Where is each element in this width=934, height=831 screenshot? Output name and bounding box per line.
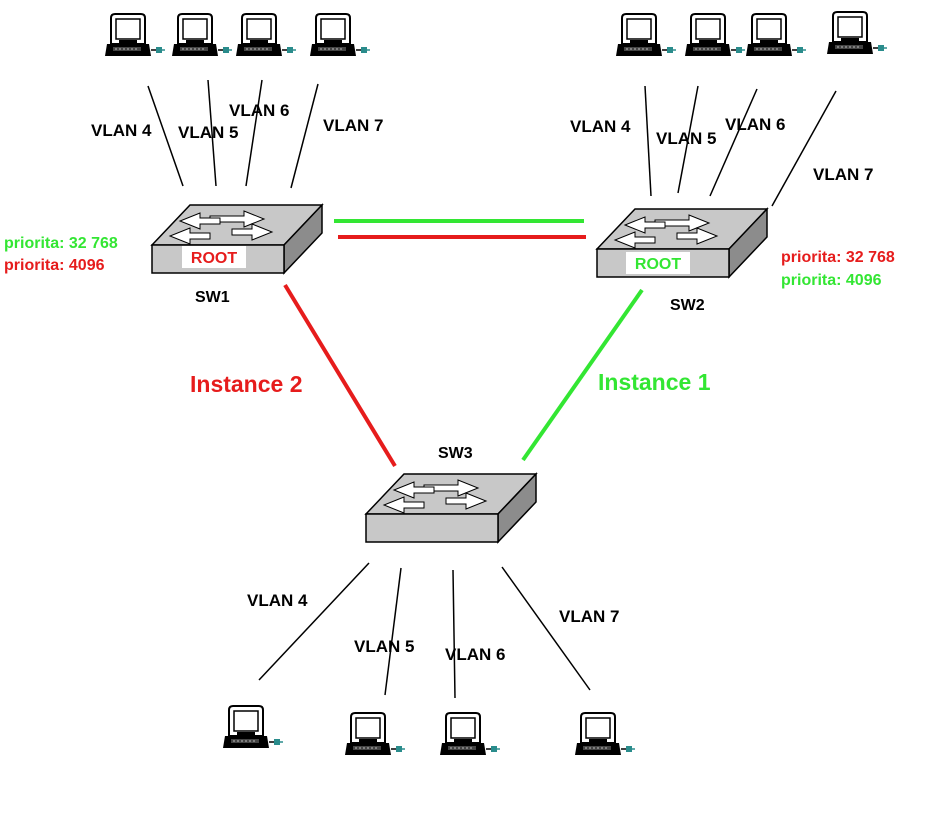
- pc-sw3-vlan5-icon: [344, 712, 406, 756]
- sw1-priority-instance1: priorita: 32 768: [4, 235, 118, 252]
- sw2-root-label: ROOT: [635, 256, 681, 273]
- switch-sw1-icon: ROOT: [151, 204, 323, 274]
- instance-1-label: Instance 1: [598, 369, 711, 395]
- sw2-vlan6-label: VLAN 6: [725, 115, 785, 134]
- pc-sw3-vlan4-icon: [222, 705, 284, 749]
- pc-sw3-vlan7-icon: [574, 712, 636, 756]
- sw2-vlan5-label: VLAN 5: [656, 129, 716, 148]
- sw2-priority-instance1: priorita: 4096: [781, 272, 882, 289]
- sw1-name: SW1: [195, 289, 230, 306]
- pc-sw2-vlan7-icon: [826, 11, 888, 55]
- switch-sw2-icon: ROOT: [596, 208, 768, 278]
- sw1-vlan5-label: VLAN 5: [178, 123, 238, 142]
- sw3-pc-links: [258, 562, 591, 699]
- pc-sw2-vlan5-icon: [684, 13, 746, 57]
- instance-2-label: Instance 2: [190, 371, 303, 397]
- pc-sw1-vlan6-icon: [235, 13, 297, 57]
- sw2-pc-links: [644, 85, 837, 207]
- sw2-priority-instance2: priorita: 32 768: [781, 249, 895, 266]
- sw1-vlan7-label: VLAN 7: [323, 116, 383, 135]
- pc-sw1-vlan7-icon: [309, 13, 371, 57]
- sw3-vlan6-label: VLAN 6: [445, 645, 505, 664]
- sw3-name: SW3: [438, 445, 473, 462]
- sw3-vlan5-label: VLAN 5: [354, 637, 414, 656]
- sw2-sw3-link-instance1: [521, 288, 644, 462]
- switch-sw3-icon: [365, 473, 537, 543]
- sw1-sw3-link-instance2: [283, 283, 397, 468]
- pc-sw2-vlan6-icon: [745, 13, 807, 57]
- pc-sw3-vlan6-icon: [439, 712, 501, 756]
- sw2-vlan7-label: VLAN 7: [813, 165, 873, 184]
- sw1-vlan4-label: VLAN 4: [91, 121, 152, 140]
- sw2-name: SW2: [670, 297, 705, 314]
- pc-sw1-vlan5-icon: [171, 13, 233, 57]
- pc-sw1-vlan4-icon: [104, 13, 166, 57]
- pc-sw2-vlan4-icon: [615, 13, 677, 57]
- sw3-vlan4-label: VLAN 4: [247, 591, 308, 610]
- sw1-priority-instance2: priorita: 4096: [4, 257, 105, 274]
- sw2-vlan4-label: VLAN 4: [570, 117, 631, 136]
- sw3-vlan7-label: VLAN 7: [559, 607, 619, 626]
- sw1-vlan6-label: VLAN 6: [229, 101, 289, 120]
- sw1-root-label: ROOT: [191, 250, 237, 267]
- sw1-pc-links: [147, 79, 319, 189]
